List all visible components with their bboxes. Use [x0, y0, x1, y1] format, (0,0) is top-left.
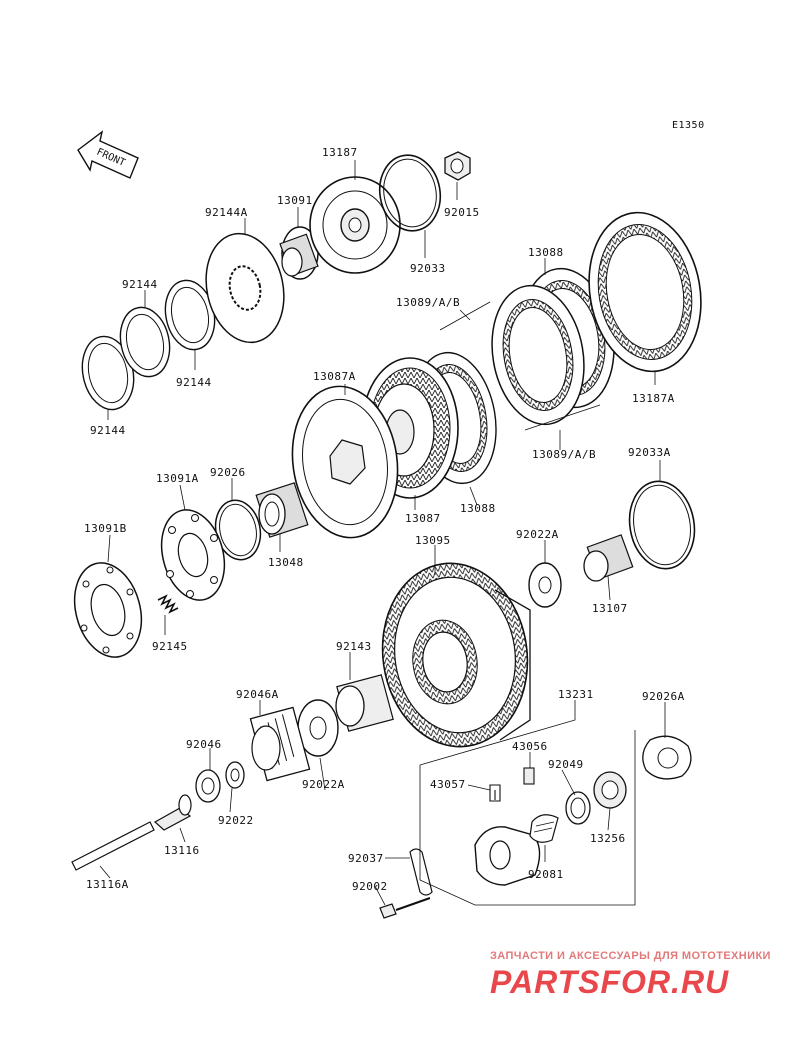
damper-plate-13091A: [160, 509, 226, 601]
part-label-92002: 92002: [352, 880, 388, 893]
clutch-housing-13095: [381, 562, 531, 748]
part-label-92144-b: 92144: [176, 376, 212, 389]
needle-bearing-92046: [195, 769, 221, 803]
bolt-43057: [489, 784, 501, 802]
part-label-13256: 13256: [590, 832, 626, 845]
part-label-13187A: 13187A: [632, 392, 675, 405]
leader-lines: [99, 160, 666, 906]
part-label-92144-a: 92144: [122, 278, 158, 291]
part-label-13091: 13091: [277, 194, 313, 207]
boot-92081: [529, 814, 559, 843]
push-rod-13116: [153, 794, 192, 831]
part-label-92015: 92015: [444, 206, 480, 219]
part-label-92037: 92037: [348, 852, 384, 865]
part-label-13088-top: 13088: [528, 246, 564, 259]
watermark-logo: PARTSFOR.RU: [490, 964, 730, 1000]
steel-plate-13089: [491, 284, 585, 426]
collar-92143: [335, 674, 394, 732]
part-label-43056: 43056: [512, 740, 548, 753]
oil-seal-92049: [565, 791, 591, 825]
washer-92144-b: [164, 279, 216, 351]
push-rod-13116A: [71, 821, 155, 871]
part-label-92144-c: 92144: [90, 424, 126, 437]
part-label-92049: 92049: [548, 758, 584, 771]
part-label-92144A: 92144A: [205, 206, 248, 219]
washer-92144-c: [81, 335, 135, 411]
washer-92022A: [528, 562, 562, 608]
clamp-92037: [409, 848, 433, 896]
part-label-43057: 43057: [430, 778, 466, 791]
part-label-13091B: 13091B: [84, 522, 127, 535]
spacer-13107: [583, 534, 634, 582]
diagram-code: E1350: [672, 120, 705, 131]
part-label-13088-bot: 13088: [460, 502, 496, 515]
pressure-plate-13187: [309, 176, 401, 274]
part-label-13087: 13087: [405, 512, 441, 525]
part-label-92046A: 92046A: [236, 688, 279, 701]
clutch-hub-plate-13087A: [291, 385, 399, 539]
part-label-92143: 92143: [336, 640, 372, 653]
part-label-13107: 13107: [592, 602, 628, 615]
part-label-92033A: 92033A: [628, 446, 671, 459]
splined-washer-92144A: [205, 232, 285, 344]
part-label-92022A-b: 92022A: [302, 778, 345, 791]
release-cover-13231: [474, 826, 541, 886]
bleeder-43056: [523, 767, 535, 785]
washer-92022: [225, 761, 245, 789]
part-label-92033: 92033: [410, 262, 446, 275]
spring-92145: [157, 594, 179, 614]
part-label-13187: 13187: [322, 146, 358, 159]
watermark-tagline: ЗАПЧАСТИ И АКСЕССУАРЫ ДЛЯ МОТОТЕХНИКИ: [490, 950, 771, 962]
friction-plate-13187A: [588, 211, 702, 373]
part-label-13116: 13116: [164, 844, 200, 857]
part-label-92022: 92022: [218, 814, 254, 827]
circlip-92033A: [628, 480, 696, 570]
front-arrow-icon: FRONT: [77, 130, 139, 179]
part-label-13089-top: 13089/A/B: [396, 296, 461, 309]
part-label-92026: 92026: [210, 466, 246, 479]
part-label-92046: 92046: [186, 738, 222, 751]
part-label-13091A: 13091A: [156, 472, 199, 485]
part-label-92145: 92145: [152, 640, 188, 653]
damper-plate-13091B: [73, 562, 143, 658]
nut-92015: [444, 151, 471, 181]
circlip-92033: [378, 154, 442, 232]
part-label-13231: 13231: [558, 688, 594, 701]
part-label-92022A: 92022A: [516, 528, 559, 541]
bearing-bush-13091: [279, 226, 319, 280]
part-label-13095: 13095: [415, 534, 451, 547]
part-label-13087A: 13087A: [313, 370, 356, 383]
part-label-13089-bot: 13089/A/B: [532, 448, 597, 461]
needle-bearing-92046A: [249, 706, 311, 782]
bearing-13256: [593, 771, 627, 809]
part-label-92081: 92081: [528, 868, 564, 881]
cover-92026A: [642, 735, 692, 780]
part-label-92026A: 92026A: [642, 690, 685, 703]
part-label-13116A: 13116A: [86, 878, 129, 891]
bolt-92002: [379, 897, 431, 919]
part-label-13048: 13048: [268, 556, 304, 569]
sleeve-13048: [255, 482, 309, 538]
washer-92144-a: [119, 306, 171, 378]
